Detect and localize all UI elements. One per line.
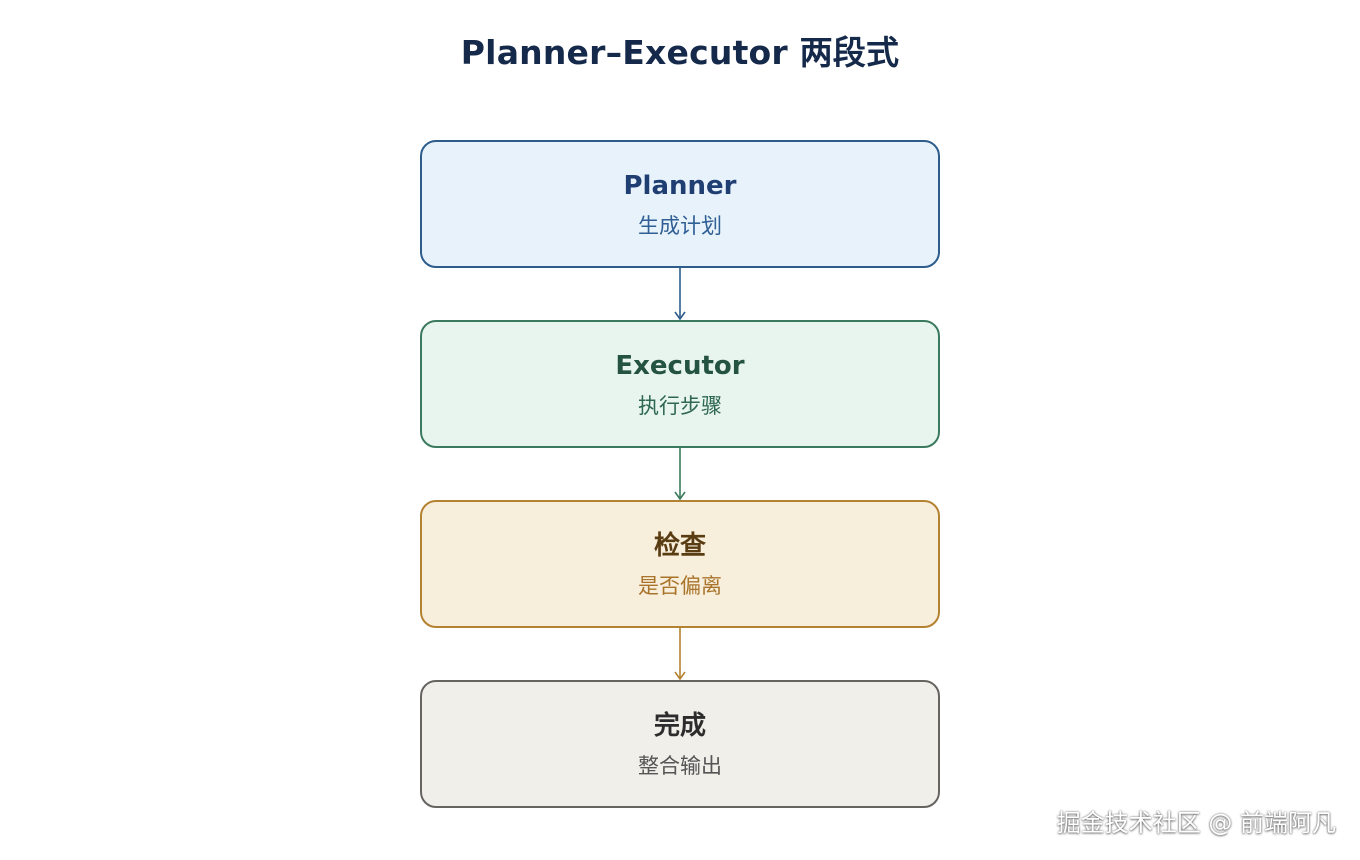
- diagram-title: Planner–Executor 两段式: [460, 33, 900, 72]
- executor-node: Executor 执行步骤: [420, 320, 940, 448]
- executor-node-title: Executor: [615, 351, 745, 381]
- planner-node: Planner 生成计划: [420, 140, 940, 268]
- planner-node-title: Planner: [623, 171, 737, 201]
- check-node: 检查 是否偏离: [420, 500, 940, 628]
- planner-node-subtitle: 生成计划: [638, 214, 722, 238]
- arrow-planner-to-executor: [674, 268, 686, 321]
- done-node-subtitle: 整合输出: [638, 754, 722, 778]
- done-node-title: 完成: [653, 711, 706, 741]
- executor-node-subtitle: 执行步骤: [638, 394, 722, 418]
- watermark: 掘金技术社区 @ 前端阿凡: [1056, 809, 1336, 837]
- check-node-title: 检查: [653, 531, 706, 561]
- done-node: 完成 整合输出: [420, 680, 940, 808]
- arrow-executor-to-check: [674, 448, 686, 501]
- arrow-check-to-done: [674, 628, 686, 681]
- check-node-subtitle: 是否偏离: [638, 574, 722, 598]
